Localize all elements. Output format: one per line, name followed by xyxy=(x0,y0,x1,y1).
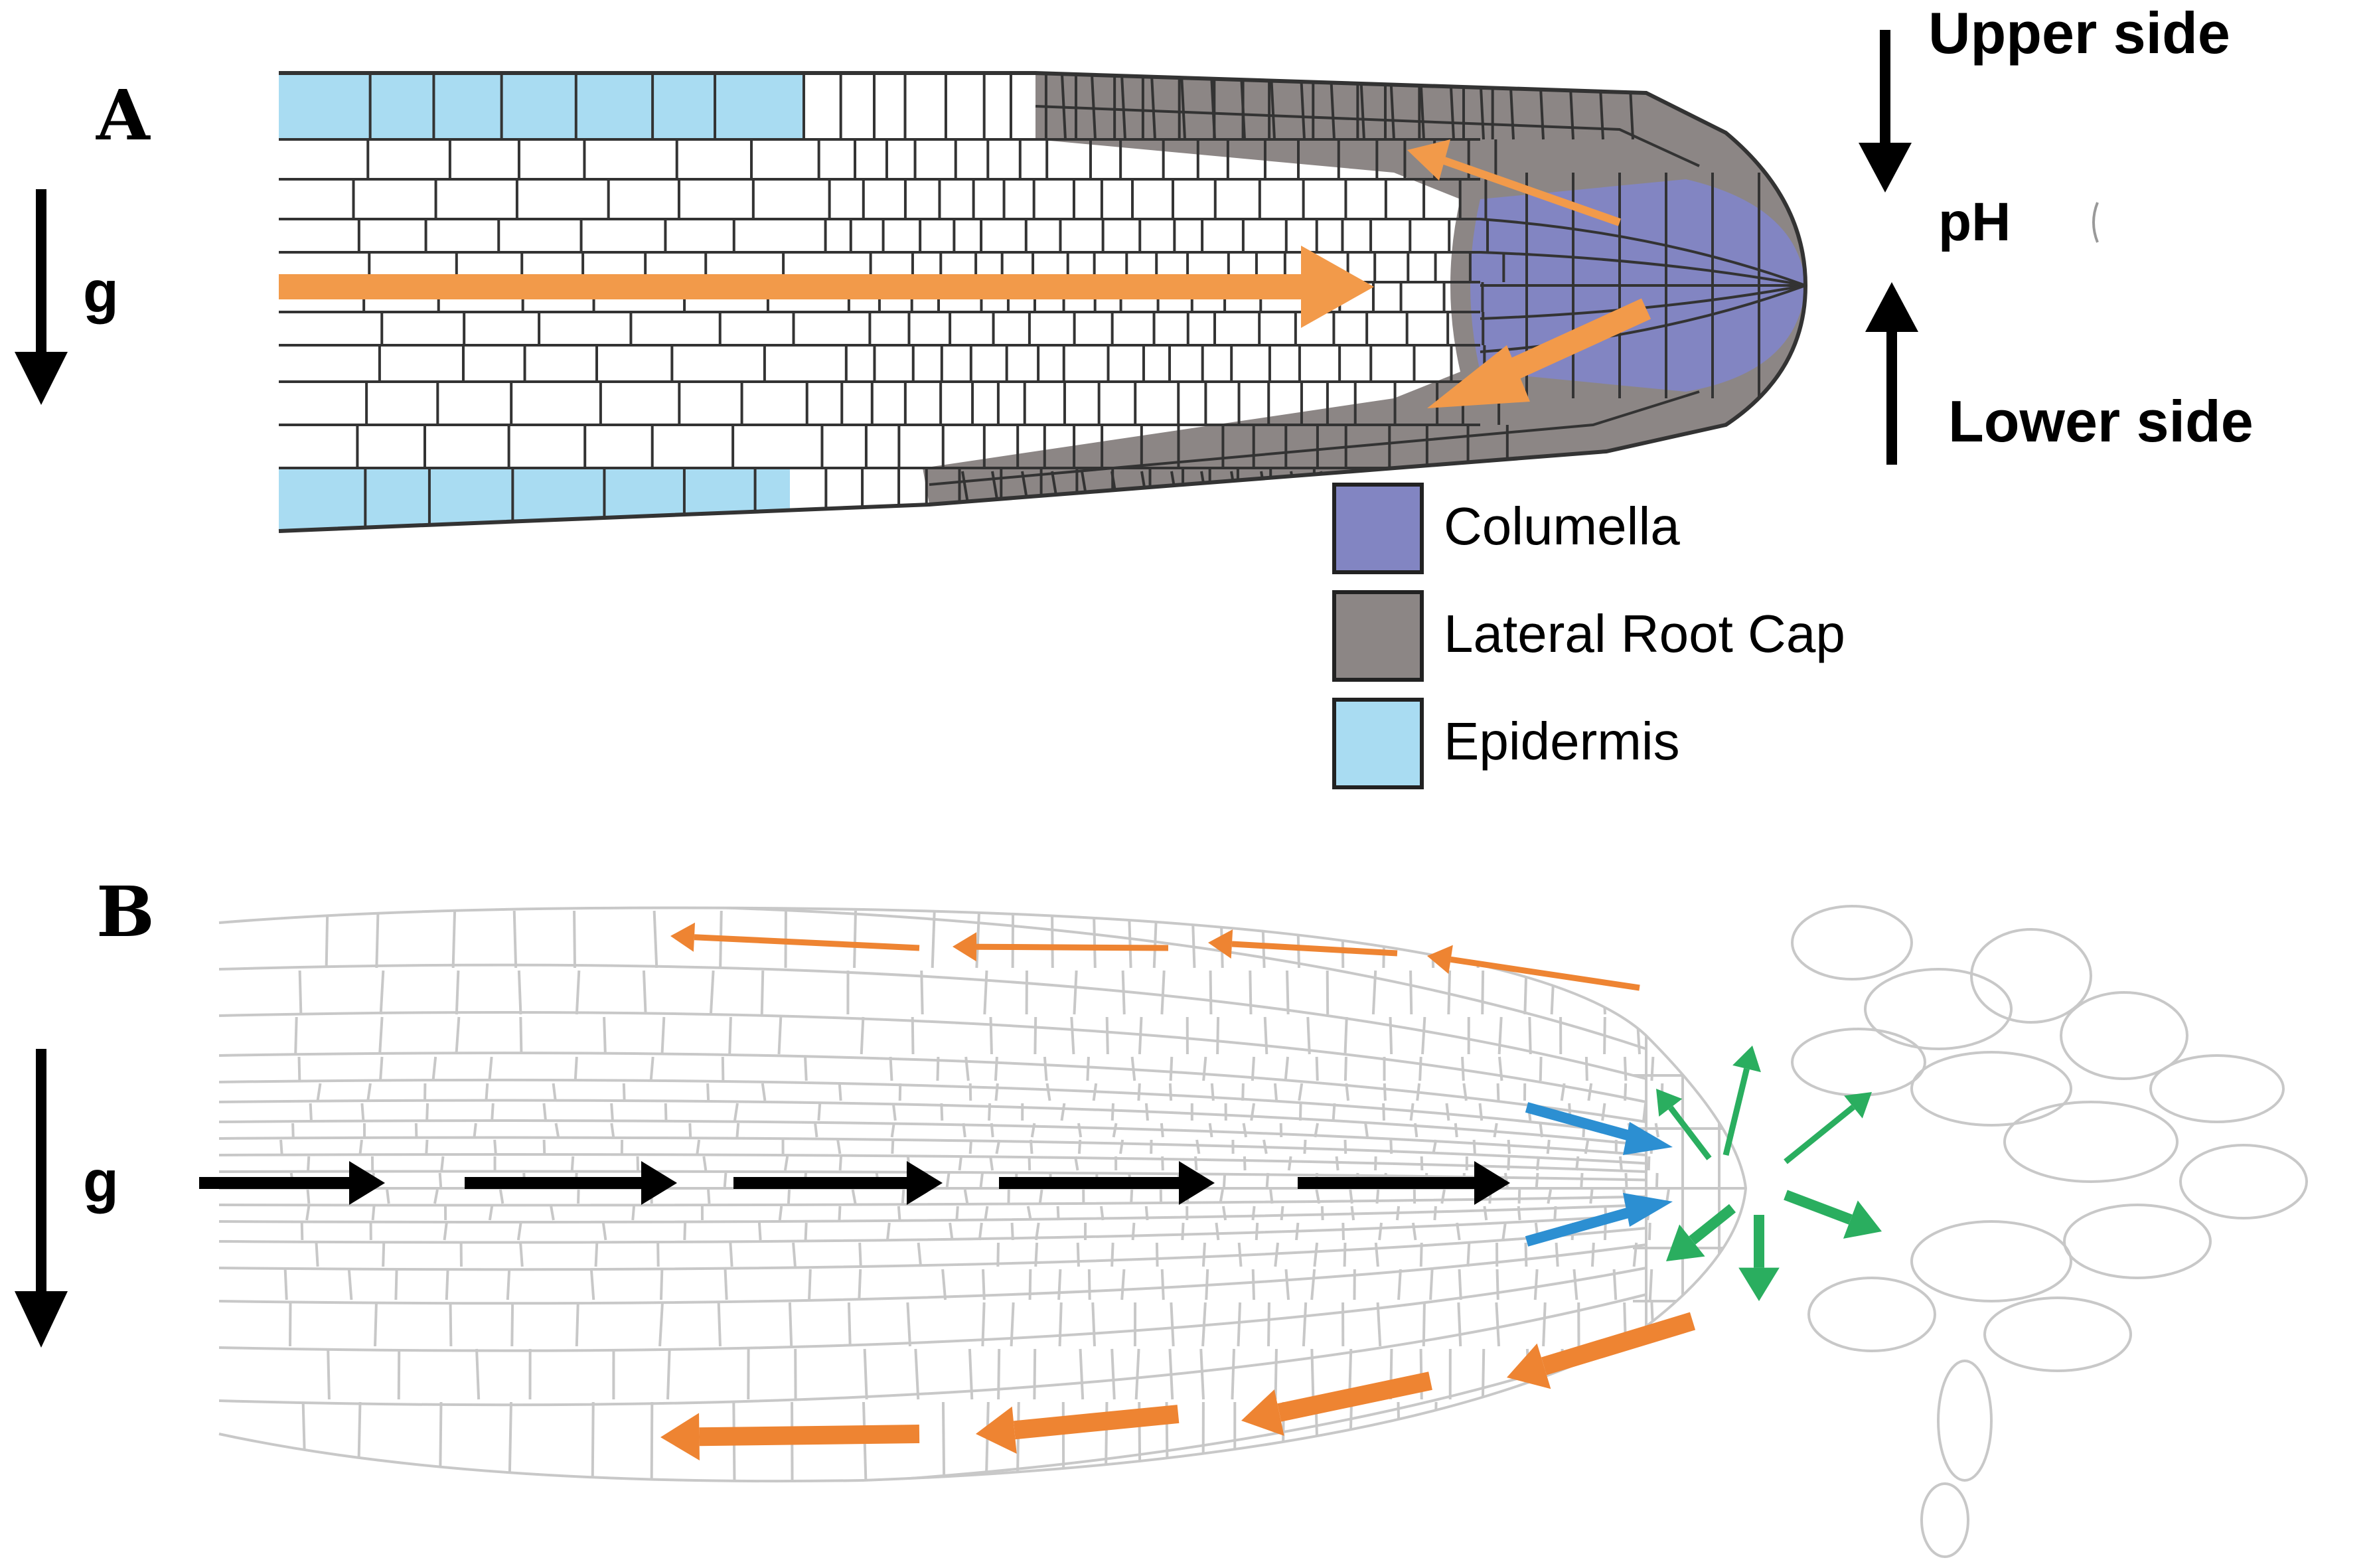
ph-mark xyxy=(2094,202,2098,242)
panel-b-letter: B xyxy=(96,871,155,953)
legend-item-columella: Columella xyxy=(1334,485,1680,572)
arrow-right-icon xyxy=(1623,1193,1673,1227)
arrow-radial-icon xyxy=(1726,1046,1761,1155)
arrow-left-icon xyxy=(1507,1321,1693,1389)
legend-label: Lateral Root Cap xyxy=(1444,604,1845,663)
legend-label: Columella xyxy=(1444,497,1680,556)
arrow-right-icon xyxy=(1298,1161,1510,1205)
arrow-radial-icon xyxy=(1786,1092,1872,1162)
panel-b: B g xyxy=(15,871,2307,1557)
legend: Columella Lateral Root Cap Epidermis xyxy=(1334,485,1845,787)
gravity-arrow-icon xyxy=(15,1049,68,1348)
panel-a-letter: A xyxy=(96,74,151,156)
root-diagram xyxy=(279,73,1805,534)
root-cell-sketch xyxy=(219,904,2307,1557)
auxin-flow-arrows-lower xyxy=(660,1321,1693,1460)
gravity-label: g xyxy=(83,259,119,325)
legend-item-lateral-root-cap: Lateral Root Cap xyxy=(1334,592,1845,680)
upper-side-label: Upper side xyxy=(1928,0,2230,66)
upper-side-arrow-icon xyxy=(1859,30,1912,193)
arrow-right-icon xyxy=(465,1161,677,1205)
arrow-left-icon xyxy=(670,923,919,952)
arrow-left-icon xyxy=(660,1413,919,1460)
arrow-radial-icon xyxy=(1666,1208,1732,1261)
arrow-left-icon xyxy=(953,932,1168,961)
gravity-arrow-icon xyxy=(15,189,68,405)
arrow-left-icon xyxy=(1427,945,1640,988)
arrow-radial-icon xyxy=(1786,1195,1882,1239)
arrow-right-icon xyxy=(733,1161,943,1205)
panel-a: A g xyxy=(15,0,2254,787)
legend-label: Epidermis xyxy=(1444,712,1680,771)
arrow-right-icon xyxy=(199,1161,385,1205)
epidermis-upper xyxy=(279,73,803,139)
arrow-radial-icon xyxy=(1738,1215,1780,1301)
epidermis-lower xyxy=(279,468,790,534)
ph-label: pH xyxy=(1938,192,2011,252)
lower-side-arrow-icon xyxy=(1865,282,1918,465)
lower-side-label: Lower side xyxy=(1948,388,2254,454)
arrow-right-icon xyxy=(1623,1122,1673,1155)
legend-item-epidermis: Epidermis xyxy=(1334,700,1680,787)
arrow-left-icon xyxy=(976,1407,1178,1454)
gravity-label: g xyxy=(83,1148,119,1214)
arrow-right-icon xyxy=(999,1161,1215,1205)
